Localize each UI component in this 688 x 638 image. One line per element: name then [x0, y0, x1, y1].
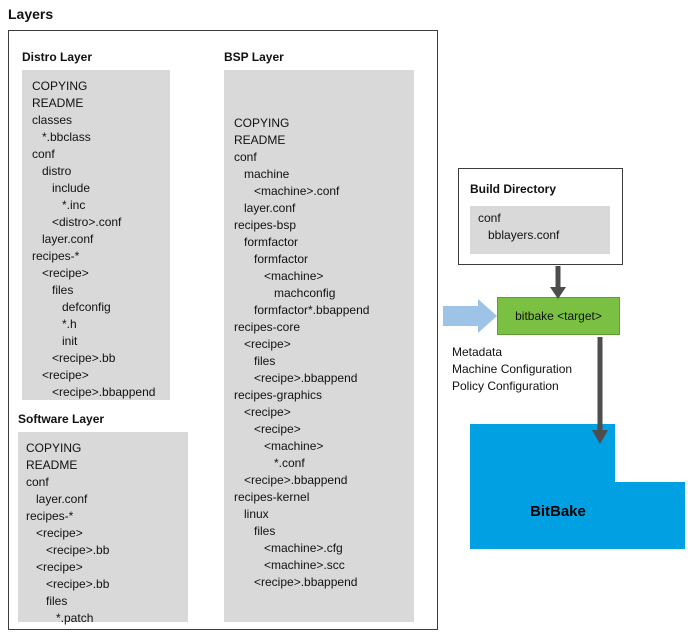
bitbake-output-shape: [470, 424, 685, 549]
arrow-build-to-bitbake: [550, 266, 566, 299]
software-layer-label: Software Layer: [18, 412, 105, 426]
software-layer-tree: COPYING README conf layer.conf recipes-*…: [26, 441, 110, 625]
bitbake-command-box: bitbake <target>: [497, 297, 620, 335]
bsp-layer-panel: [224, 70, 414, 622]
bitbake-inputs-text: Metadata Machine Configuration Policy Co…: [452, 345, 573, 393]
build-directory-panel: [470, 206, 610, 254]
bitbake-output-label: BitBake: [530, 503, 586, 520]
bsp-layer-tree: COPYING README conf machine <machine>.co…: [234, 116, 370, 589]
software-layer-panel: [18, 432, 188, 622]
build-directory-label: Build Directory: [470, 182, 557, 196]
bitbake-command-label: bitbake <target>: [515, 309, 602, 323]
distro-layer-panel: [22, 70, 170, 400]
distro-layer-tree: COPYING README classes *.bbclass conf di…: [32, 79, 156, 399]
arrow-layers-to-bitbake: [443, 299, 497, 333]
bitbake-output-shape-bottom: [470, 482, 685, 549]
distro-layer-label: Distro Layer: [22, 50, 93, 64]
build-directory-tree: conf bblayers.conf: [478, 211, 560, 242]
bitbake-output-shape-top: [470, 424, 615, 484]
page-title: Layers: [8, 6, 54, 22]
bsp-layer-label: BSP Layer: [224, 50, 284, 64]
